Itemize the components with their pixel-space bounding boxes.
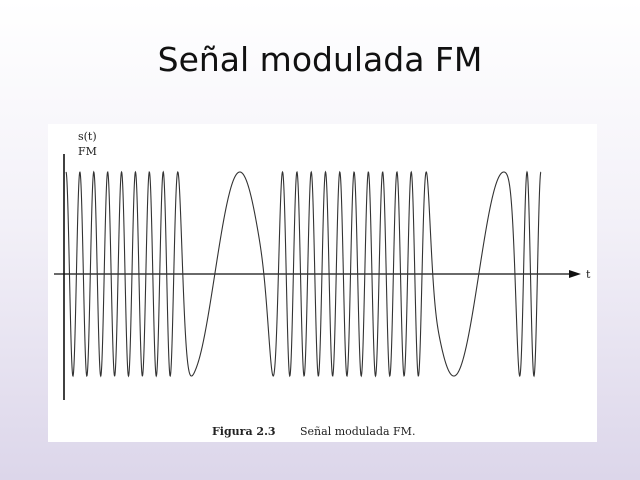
figure-caption-number: Figura 2.3 xyxy=(212,425,276,438)
figure-caption-text: Señal modulada FM. xyxy=(300,425,415,438)
y-axis-label: s(t) xyxy=(78,130,97,143)
fm-waveform xyxy=(65,170,542,378)
x-axis-arrow xyxy=(569,270,581,278)
x-axis-label: t xyxy=(586,268,591,281)
fm-figure: s(t) FM t Figura 2.3 Señal modulada FM. xyxy=(48,124,597,442)
slide-title: Señal modulada FM xyxy=(157,40,483,79)
fm-diagram: s(t) FM t Figura 2.3 Señal modulada FM. xyxy=(54,130,591,438)
y-axis-sublabel: FM xyxy=(78,145,97,158)
